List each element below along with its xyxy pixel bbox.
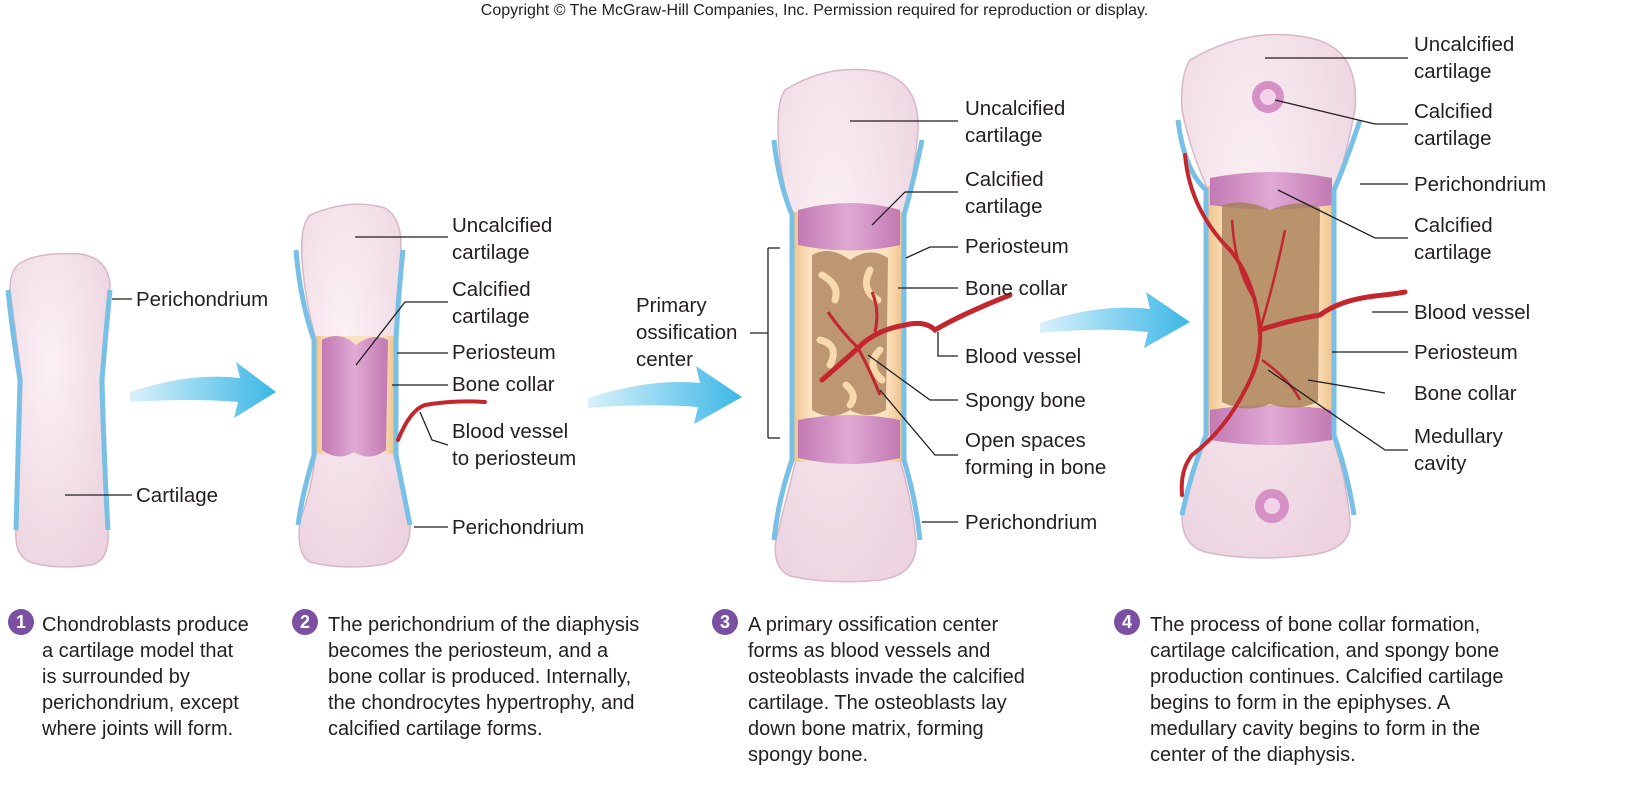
label-uncalcified-3: Uncalcified cartilage (965, 97, 1066, 147)
step-4-caption: The process of bone collar formation,car… (1150, 614, 1504, 766)
label-perichondrium-1: Perichondrium (136, 288, 269, 311)
stage2-bone-model (293, 203, 487, 568)
label-blood-vessel-3: Blood vessel (965, 345, 1082, 368)
label-perichondrium-3: Perichondrium (965, 511, 1098, 534)
label-periosteum-4: Periosteum (1414, 341, 1518, 364)
label-medullary-cavity-4: Medullary cavity (1414, 425, 1503, 475)
label-calcified-3: Calcified cartilage (965, 168, 1044, 218)
arrow-1-to-2 (130, 362, 276, 418)
arrow-3-to-4 (1040, 292, 1190, 348)
step-2-badge: 2 (292, 609, 318, 635)
label-uncalcified-4: Uncalcified cartilage (1414, 33, 1515, 83)
label-blood-vessel-2: Blood vessel to periosteum (452, 420, 577, 470)
label-bone-collar-3: Bone collar (965, 277, 1068, 300)
stage3-bone-model (750, 68, 1013, 583)
label-periosteum-3: Periosteum (965, 235, 1069, 258)
label-bone-collar-2: Bone collar (452, 373, 555, 396)
step-3-badge: 3 (712, 609, 738, 635)
step-1-badge: 1 (8, 609, 34, 635)
label-perichondrium-2: Perichondrium (452, 516, 585, 539)
label-calcified-mid-4: Calcified cartilage (1414, 214, 1493, 264)
label-blood-vessel-4: Blood vessel (1414, 301, 1531, 324)
label-open-spaces-3: Open spaces forming in bone (965, 429, 1107, 479)
stage1-cartilage-model (5, 252, 132, 568)
copyright-notice: Copyright © The McGraw-Hill Companies, I… (480, 2, 1149, 19)
label-calcified-top-4: Calcified cartilage (1414, 100, 1493, 150)
label-cartilage-1: Cartilage (136, 484, 219, 507)
arrow-2-to-3 (588, 366, 742, 424)
stage4-bone-model (1175, 33, 1408, 559)
label-periosteum-2: Periosteum (452, 341, 556, 364)
label-primary-ossification: Primary ossification center (636, 294, 738, 371)
label-calcified-2: Calcified cartilage (452, 278, 531, 328)
label-perichondrium-4: Perichondrium (1414, 173, 1547, 196)
label-uncalcified-2: Uncalcified cartilage (452, 214, 553, 264)
label-bone-collar-4: Bone collar (1414, 382, 1517, 405)
step-4-badge: 4 (1114, 609, 1140, 635)
label-spongy-bone-3: Spongy bone (965, 389, 1086, 412)
